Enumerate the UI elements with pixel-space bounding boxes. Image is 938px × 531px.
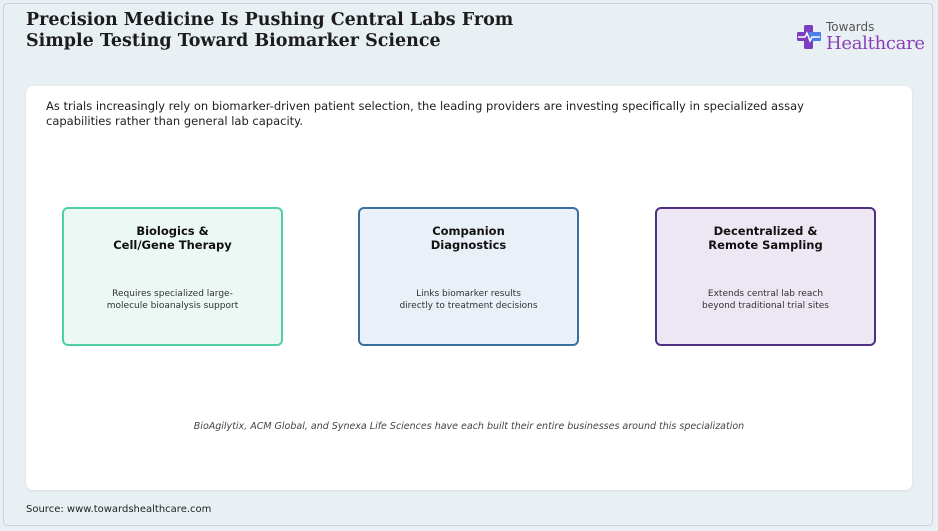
card-desc-line-2: beyond traditional trial sites — [702, 301, 829, 311]
logo-pulse-line — [798, 31, 820, 43]
logo-top-text: Towards — [826, 20, 875, 34]
card-biologics-cell-gene-therapy: Biologics & Cell/Gene Therapy Requires s… — [62, 207, 283, 346]
page-title: Precision Medicine Is Pushing Central La… — [26, 10, 586, 52]
intro-text: As trials increasingly rely on biomarker… — [46, 99, 804, 128]
source-credit: Source: www.towardshealthcare.com — [26, 504, 212, 515]
card-title: Biologics & Cell/Gene Therapy — [64, 224, 281, 252]
content-panel: As trials increasingly rely on biomarker… — [26, 86, 912, 490]
card-description: Extends central lab reach beyond traditi… — [657, 288, 874, 312]
plus-cross-icon — [797, 25, 821, 49]
card-title-line-2: Remote Sampling — [708, 238, 823, 252]
title-line-1: Precision Medicine Is Pushing Central La… — [26, 10, 514, 30]
figure-frame — [3, 3, 933, 526]
card-desc-line-1: Requires specialized large- — [112, 289, 233, 299]
card-title-line-1: Decentralized & — [713, 224, 818, 238]
card-desc-line-1: Links biomarker results — [416, 289, 521, 299]
card-title-line-2: Diagnostics — [430, 238, 507, 252]
card-title-line-1: Biologics & — [136, 224, 209, 238]
footnote-providers: BioAgilytix, ACM Global, and Synexa Life… — [193, 421, 745, 432]
card-description: Links biomarker results directly to trea… — [360, 288, 577, 312]
card-desc-line-2: directly to treatment decisions — [399, 301, 538, 311]
card-title-line-1: Companion — [432, 224, 505, 238]
card-decentralized-remote-sampling: Decentralized & Remote Sampling Extends … — [655, 207, 876, 346]
card-companion-diagnostics: Companion Diagnostics Links biomarker re… — [358, 207, 579, 346]
card-description: Requires specialized large- molecule bio… — [64, 288, 281, 312]
logo-main-text: Healthcare — [826, 33, 925, 54]
card-desc-line-2: molecule bioanalysis support — [106, 301, 239, 311]
card-title: Decentralized & Remote Sampling — [657, 224, 874, 252]
card-title-line-2: Cell/Gene Therapy — [113, 238, 232, 252]
title-line-2: Simple Testing Toward Biomarker Science — [26, 31, 441, 51]
card-desc-line-1: Extends central lab reach — [707, 289, 824, 299]
card-title: Companion Diagnostics — [360, 224, 577, 252]
towards-healthcare-logo: Towards Healthcare — [796, 18, 926, 58]
